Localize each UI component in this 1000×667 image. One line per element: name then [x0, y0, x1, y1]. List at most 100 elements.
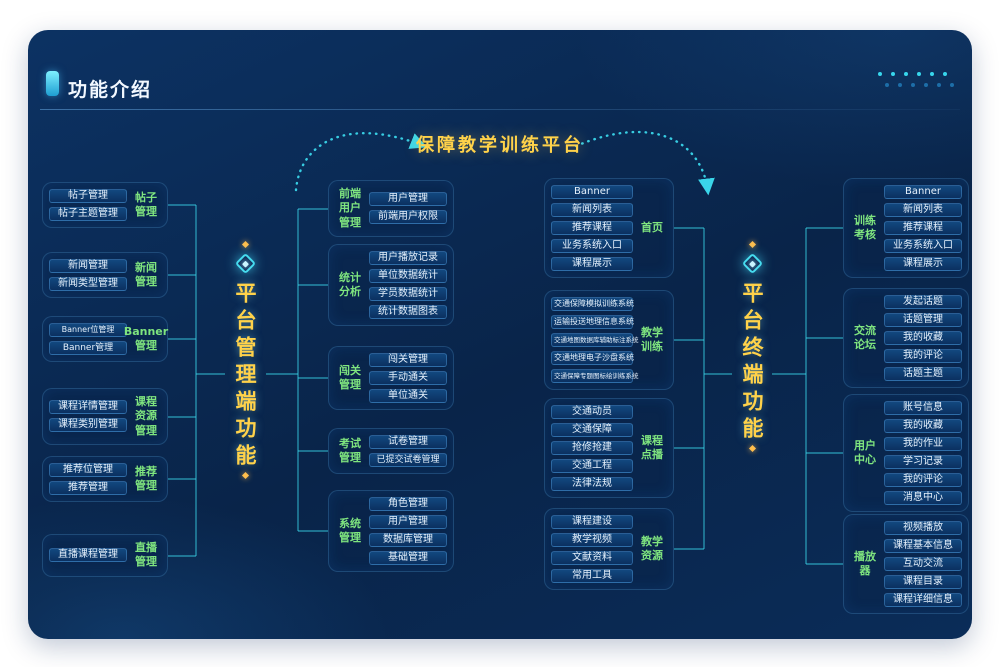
accent-dot: [241, 240, 249, 249]
feature-group: 交通动员交通保障抢修抢建交通工程法律法规课程 点播: [544, 398, 674, 498]
feature-item: Banner管理: [49, 341, 127, 355]
feature-item: 我的作业: [884, 437, 962, 451]
feature-item: 帖子主题管理: [49, 207, 127, 221]
feature-group: 直播课程管理直播 管理: [42, 534, 168, 577]
feature-item: 学员数据统计: [369, 287, 447, 301]
group-label: 前端 用户 管理: [339, 187, 361, 229]
decor-dots: [878, 72, 954, 94]
feature-item: 新闻列表: [884, 203, 962, 217]
diamond-core: [748, 259, 756, 268]
feature-group: 播放 器视频播放课程基本信息互动交流课程目录课程详细信息: [843, 514, 969, 614]
feature-item: 试卷管理: [369, 435, 447, 449]
group-label: 教学 资源: [641, 534, 663, 562]
feature-item: 课程目录: [884, 575, 962, 589]
feature-item: 直播课程管理: [49, 548, 127, 563]
feature-item: 单位通关: [369, 389, 447, 403]
feature-group: 课程详情管理课程类别管理课程 资源 管理: [42, 388, 168, 445]
feature-item-list: 用户播放记录单位数据统计学员数据统计统计数据图表: [369, 251, 447, 319]
diamond-core: [241, 259, 249, 268]
feature-item: 帖子管理: [49, 189, 127, 203]
feature-item: 业务系统入口: [884, 239, 962, 253]
feature-group: 新闻管理新闻类型管理新闻 管理: [42, 252, 168, 298]
group-label: 直播 管理: [135, 541, 157, 569]
feature-group: 交流 论坛发起话题话题管理我的收藏我的评论话题主题: [843, 288, 969, 388]
feature-item-list: 直播课程管理: [49, 541, 127, 570]
feature-item: 基础管理: [369, 551, 447, 565]
feature-item: 法律法规: [551, 477, 633, 491]
feature-item: 单位数据统计: [369, 269, 447, 283]
root-node-terminal: 平台终端功能: [734, 240, 770, 453]
accent-dot: [241, 471, 249, 480]
diamond-icon: [234, 252, 256, 275]
feature-item-list: 角色管理用户管理数据库管理基础管理: [369, 497, 447, 565]
feature-item: 交通地图数据库辅助标注系统: [551, 333, 639, 347]
feature-item: 互动交流: [884, 557, 962, 571]
group-label: 闯关 管理: [339, 363, 361, 391]
feature-item: 交通动员: [551, 405, 633, 419]
group-label: 系统 管理: [339, 516, 361, 544]
column-left-inner: 前端 用户 管理用户管理前端用户权限统计 分析用户播放记录单位数据统计学员数据统…: [328, 0, 454, 667]
feature-item: 统计数据图表: [369, 305, 447, 319]
feature-group: 用户 中心账号信息我的收藏我的作业学习记录我的评论消息中心: [843, 394, 969, 512]
feature-item: 用户管理: [369, 192, 447, 207]
root-title-left: 平台管理端功能: [233, 282, 257, 471]
feature-item: 课程详细信息: [884, 593, 962, 607]
feature-item: 发起话题: [884, 295, 962, 309]
feature-item: 话题主题: [884, 367, 962, 381]
group-label: 首页: [641, 220, 663, 234]
group-label: 教学 训练: [641, 325, 663, 353]
feature-item: 交通保障: [551, 423, 633, 437]
feature-item: Banner: [884, 185, 962, 199]
group-label: 训练 考核: [854, 213, 876, 241]
feature-item: 推荐位管理: [49, 463, 127, 477]
decor-dot: [898, 83, 902, 87]
section-icon: [46, 71, 59, 96]
feature-item: 新闻类型管理: [49, 277, 127, 291]
diagram-title: 保障教学训练平台: [416, 135, 584, 156]
feature-item: 视频播放: [884, 521, 962, 535]
feature-item: 抢修抢建: [551, 441, 633, 455]
feature-item: 用户管理: [369, 515, 447, 529]
feature-item: 前端用户权限: [369, 210, 447, 225]
accent-dot: [748, 444, 756, 453]
feature-item: 手动通关: [369, 371, 447, 385]
feature-item: 新闻管理: [49, 259, 127, 273]
feature-group: 前端 用户 管理用户管理前端用户权限: [328, 180, 454, 237]
feature-item: 交通地理电子沙盘系统: [551, 351, 634, 365]
decor-dot: [917, 72, 921, 76]
decor-dot-row: [878, 72, 954, 76]
feature-item: 角色管理: [369, 497, 447, 511]
decor-dot: [891, 72, 895, 76]
feature-item-list: 课程建设教学视频文献资料常用工具: [551, 515, 633, 583]
feature-item: 交通工程: [551, 459, 633, 473]
feature-item-list: 试卷管理已提交试卷管理: [369, 435, 447, 467]
feature-group: 统计 分析用户播放记录单位数据统计学员数据统计统计数据图表: [328, 244, 454, 326]
feature-group: 考试 管理试卷管理已提交试卷管理: [328, 428, 454, 474]
decor-dot: [904, 72, 908, 76]
feature-item: 业务系统入口: [551, 239, 633, 253]
feature-item: 话题管理: [884, 313, 962, 327]
decor-dot-row: [885, 83, 954, 87]
group-label: 交流 论坛: [854, 323, 876, 351]
group-label: 统计 分析: [339, 270, 361, 298]
feature-item: 运输投送地理信息系统: [551, 315, 634, 329]
feature-item: 闯关管理: [369, 353, 447, 367]
group-label: 推荐 管理: [135, 464, 157, 492]
decor-dot: [930, 72, 934, 76]
diamond-icon: [741, 252, 763, 275]
feature-item: 课程类别管理: [49, 418, 127, 433]
feature-item-list: 用户管理前端用户权限: [369, 187, 447, 230]
feature-item: 数据库管理: [369, 533, 447, 547]
feature-item: 我的收藏: [884, 331, 962, 345]
feature-item: 用户播放记录: [369, 251, 447, 265]
feature-group: 系统 管理角色管理用户管理数据库管理基础管理: [328, 490, 454, 572]
feature-item: 课程展示: [551, 257, 633, 271]
feature-item: Banner: [551, 185, 633, 199]
feature-item: 学习记录: [884, 455, 962, 469]
